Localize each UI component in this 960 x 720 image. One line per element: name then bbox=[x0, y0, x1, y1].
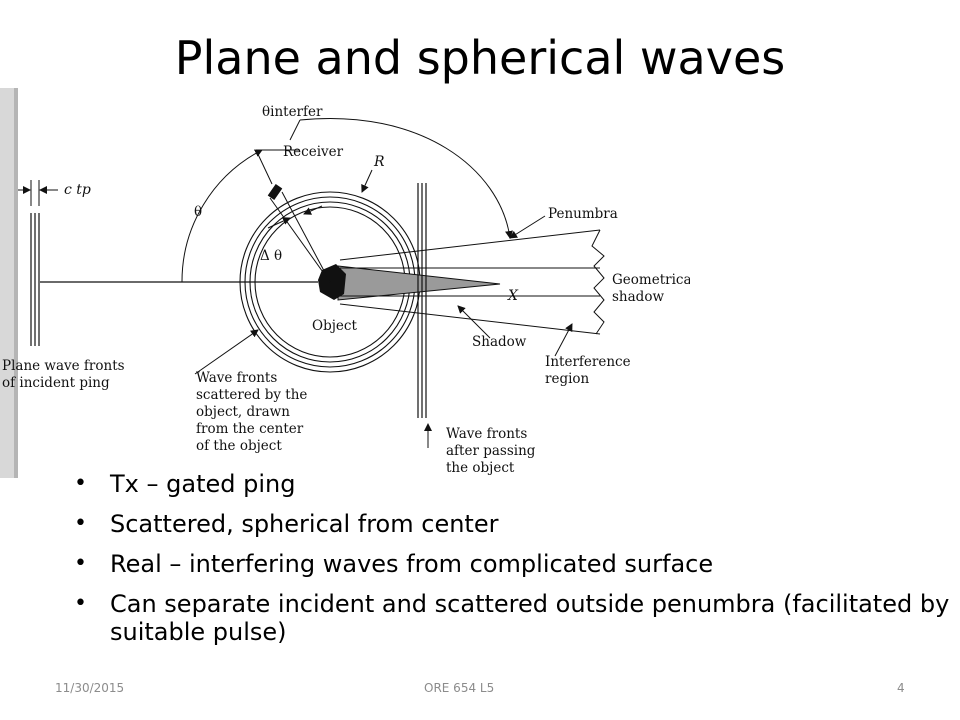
label-plane-wave-2: of incident ping bbox=[2, 375, 110, 391]
radius-leader bbox=[361, 169, 373, 193]
bullet-item: • Scattered, spherical from center bbox=[70, 510, 950, 538]
label-scattered-1: Wave fronts bbox=[196, 370, 277, 386]
bullet-text: Tx – gated ping bbox=[110, 470, 296, 498]
theta-arc bbox=[181, 149, 263, 283]
ctp-dimension bbox=[18, 180, 58, 206]
footer-course: ORE 654 L5 bbox=[424, 681, 495, 695]
wave-diagram: θinterfer Receiver R c tp θ Δ θ Penumbra… bbox=[0, 88, 690, 483]
label-after-3: the object bbox=[446, 460, 515, 476]
label-interference-2: region bbox=[545, 371, 590, 387]
delta-theta-leader-2 bbox=[303, 205, 323, 215]
label-interference-1: Interference bbox=[545, 354, 631, 370]
label-after-2: after passing bbox=[446, 443, 536, 459]
wave-diagram-svg: θinterfer Receiver R c tp θ Δ θ Penumbra… bbox=[0, 88, 690, 478]
label-ctp: c tp bbox=[64, 182, 91, 198]
bullet-dot: • bbox=[74, 551, 87, 576]
bullet-item: • Real – interfering waves from complica… bbox=[70, 550, 950, 578]
plane-wave-fronts bbox=[30, 213, 40, 346]
scan-edge bbox=[0, 88, 18, 478]
bullet-list: • Tx – gated ping • Scattered, spherical… bbox=[70, 470, 950, 658]
scan-edge-shade bbox=[14, 88, 18, 478]
label-theta-interfer: θinterfer bbox=[262, 104, 323, 120]
after-wave-fronts bbox=[417, 183, 427, 418]
label-geometric-shadow-1: Geometrica bbox=[612, 272, 690, 288]
delta-theta-leader-1 bbox=[267, 217, 291, 229]
label-scattered-2: scattered by the bbox=[196, 387, 307, 403]
label-scattered-5: of the object bbox=[196, 438, 282, 454]
bullet-dot: • bbox=[74, 471, 87, 496]
label-scattered-4: from the center bbox=[196, 421, 304, 437]
shadow-boundaries bbox=[339, 229, 605, 335]
label-scattered-3: object, drawn bbox=[196, 404, 290, 420]
bullet-dot: • bbox=[74, 591, 87, 616]
footer-date: 11/30/2015 bbox=[55, 681, 125, 695]
label-r: R bbox=[373, 154, 385, 170]
label-after-1: Wave fronts bbox=[446, 426, 527, 442]
label-object: Object bbox=[312, 318, 357, 334]
theta-interfer-leader bbox=[289, 119, 301, 141]
label-delta-theta: Δ θ bbox=[260, 248, 282, 264]
slide-title: Plane and spherical waves bbox=[174, 31, 786, 85]
bullet-dot: • bbox=[74, 511, 87, 536]
bullet-text: Can separate incident and scattered outs… bbox=[110, 590, 950, 646]
label-geometric-shadow-2: shadow bbox=[612, 289, 664, 305]
footer-page-number: 4 bbox=[897, 681, 905, 695]
label-receiver: Receiver bbox=[283, 144, 344, 160]
bullet-item: • Tx – gated ping bbox=[70, 470, 950, 498]
label-leaders bbox=[194, 215, 573, 448]
bullet-text: Scattered, spherical from center bbox=[110, 510, 499, 538]
label-theta: θ bbox=[194, 204, 202, 220]
bullet-text: Real – interfering waves from complicate… bbox=[110, 550, 714, 578]
label-penumbra: Penumbra bbox=[548, 206, 618, 222]
label-plane-wave-1: Plane wave fronts bbox=[2, 358, 125, 374]
label-shadow: Shadow bbox=[472, 334, 527, 350]
bullet-item: • Can separate incident and scattered ou… bbox=[70, 590, 950, 646]
label-x: X bbox=[507, 288, 519, 304]
theta-interfer-arc bbox=[299, 118, 513, 239]
